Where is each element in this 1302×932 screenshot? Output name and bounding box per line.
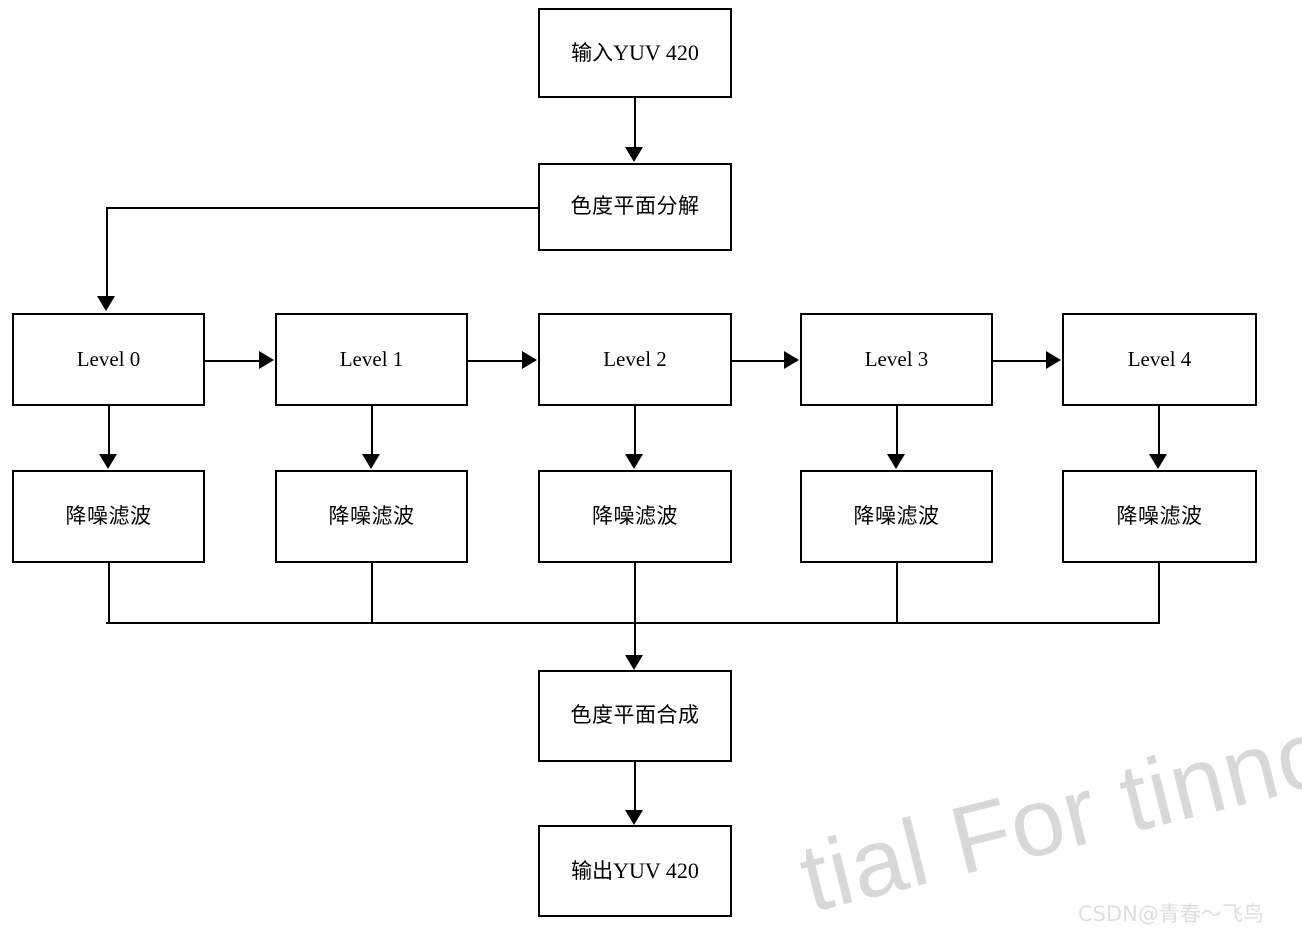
- edge-level2-to-denoise2-arrowhead: [625, 454, 643, 469]
- node-level-1[interactable]: Level 1: [275, 313, 468, 406]
- node-input-yuv[interactable]: 输入YUV 420: [538, 8, 732, 98]
- node-chroma-decompose[interactable]: 色度平面分解: [538, 163, 732, 251]
- node-level-3[interactable]: Level 3: [800, 313, 993, 406]
- node-denoise-3[interactable]: 降噪滤波: [800, 470, 993, 563]
- edge-level0-to-denoise0-arrowhead: [99, 454, 117, 469]
- edge-level2-to-level3-arrowhead: [784, 351, 799, 369]
- edge-denoise2-to-synthesize: [634, 563, 636, 667]
- node-chroma-synthesize[interactable]: 色度平面合成: [538, 670, 732, 762]
- watermark-csdn: CSDN@青春～飞鸟: [1078, 902, 1264, 926]
- edge-level1-to-level2-arrowhead: [522, 351, 537, 369]
- node-denoise-4[interactable]: 降噪滤波: [1062, 470, 1257, 563]
- node-level-0[interactable]: Level 0: [12, 313, 205, 406]
- edge-level0-to-level1-arrowhead: [259, 351, 274, 369]
- node-level-0-label: Level 0: [76, 346, 141, 371]
- node-chroma-synthesize-label: 色度平面合成: [570, 703, 700, 728]
- edge-level3-to-level4-arrowhead: [1046, 351, 1061, 369]
- edge-denoise4-drop: [1158, 563, 1160, 624]
- edge-level3-to-denoise3-arrowhead: [887, 454, 905, 469]
- edge-level3-to-level4: [993, 360, 1047, 362]
- node-denoise-4-label: 降噪滤波: [1116, 503, 1203, 528]
- merge-bus-line: [106, 622, 1159, 624]
- node-input-yuv-label: 输入YUV 420: [571, 39, 699, 65]
- edge-level1-to-denoise1-arrowhead: [362, 454, 380, 469]
- edge-decompose-to-level0-arrowhead: [97, 296, 115, 311]
- edge-level3-to-denoise3: [896, 406, 898, 455]
- node-level-4[interactable]: Level 4: [1062, 313, 1257, 406]
- edge-level0-to-denoise0: [108, 406, 110, 455]
- node-denoise-0-label: 降噪滤波: [65, 503, 152, 528]
- edge-level2-to-level3: [732, 360, 785, 362]
- node-denoise-1[interactable]: 降噪滤波: [275, 470, 468, 563]
- edge-input-to-decompose: [634, 98, 636, 148]
- edge-level1-to-denoise1: [371, 406, 373, 455]
- edge-synthesize-to-output-arrowhead: [625, 810, 643, 825]
- node-denoise-1-label: 降噪滤波: [328, 503, 415, 528]
- node-level-2[interactable]: Level 2: [538, 313, 732, 406]
- node-chroma-decompose-label: 色度平面分解: [570, 194, 700, 219]
- edge-denoise2-to-synthesize-arrowhead: [625, 655, 643, 670]
- edge-denoise1-drop: [371, 563, 373, 624]
- node-level-4-label: Level 4: [1127, 346, 1192, 371]
- node-output-yuv[interactable]: 输出YUV 420: [538, 825, 732, 917]
- node-denoise-2-label: 降噪滤波: [592, 503, 678, 528]
- edge-decompose-to-level0-horizontal: [106, 207, 540, 209]
- node-level-1-label: Level 1: [339, 346, 404, 371]
- edge-decompose-to-level0-vertical: [106, 207, 108, 297]
- edge-synthesize-to-output: [634, 762, 636, 813]
- edge-level4-to-denoise4: [1158, 406, 1160, 455]
- node-output-yuv-label: 输出YUV 420: [571, 857, 699, 883]
- edge-level0-to-level1: [205, 360, 260, 362]
- node-denoise-2[interactable]: 降噪滤波: [538, 470, 732, 563]
- edge-level4-to-denoise4-arrowhead: [1149, 454, 1167, 469]
- edge-level1-to-level2: [468, 360, 523, 362]
- node-denoise-3-label: 降噪滤波: [853, 503, 940, 528]
- node-level-3-label: Level 3: [864, 346, 929, 371]
- edge-denoise0-drop: [108, 563, 110, 624]
- edge-level2-to-denoise2: [634, 406, 636, 455]
- node-level-2-label: Level 2: [603, 346, 667, 371]
- edge-denoise3-drop: [896, 563, 898, 624]
- watermark-large: tial For tinno: [790, 697, 1302, 932]
- edge-input-to-decompose-arrowhead: [625, 147, 643, 162]
- node-denoise-0[interactable]: 降噪滤波: [12, 470, 205, 563]
